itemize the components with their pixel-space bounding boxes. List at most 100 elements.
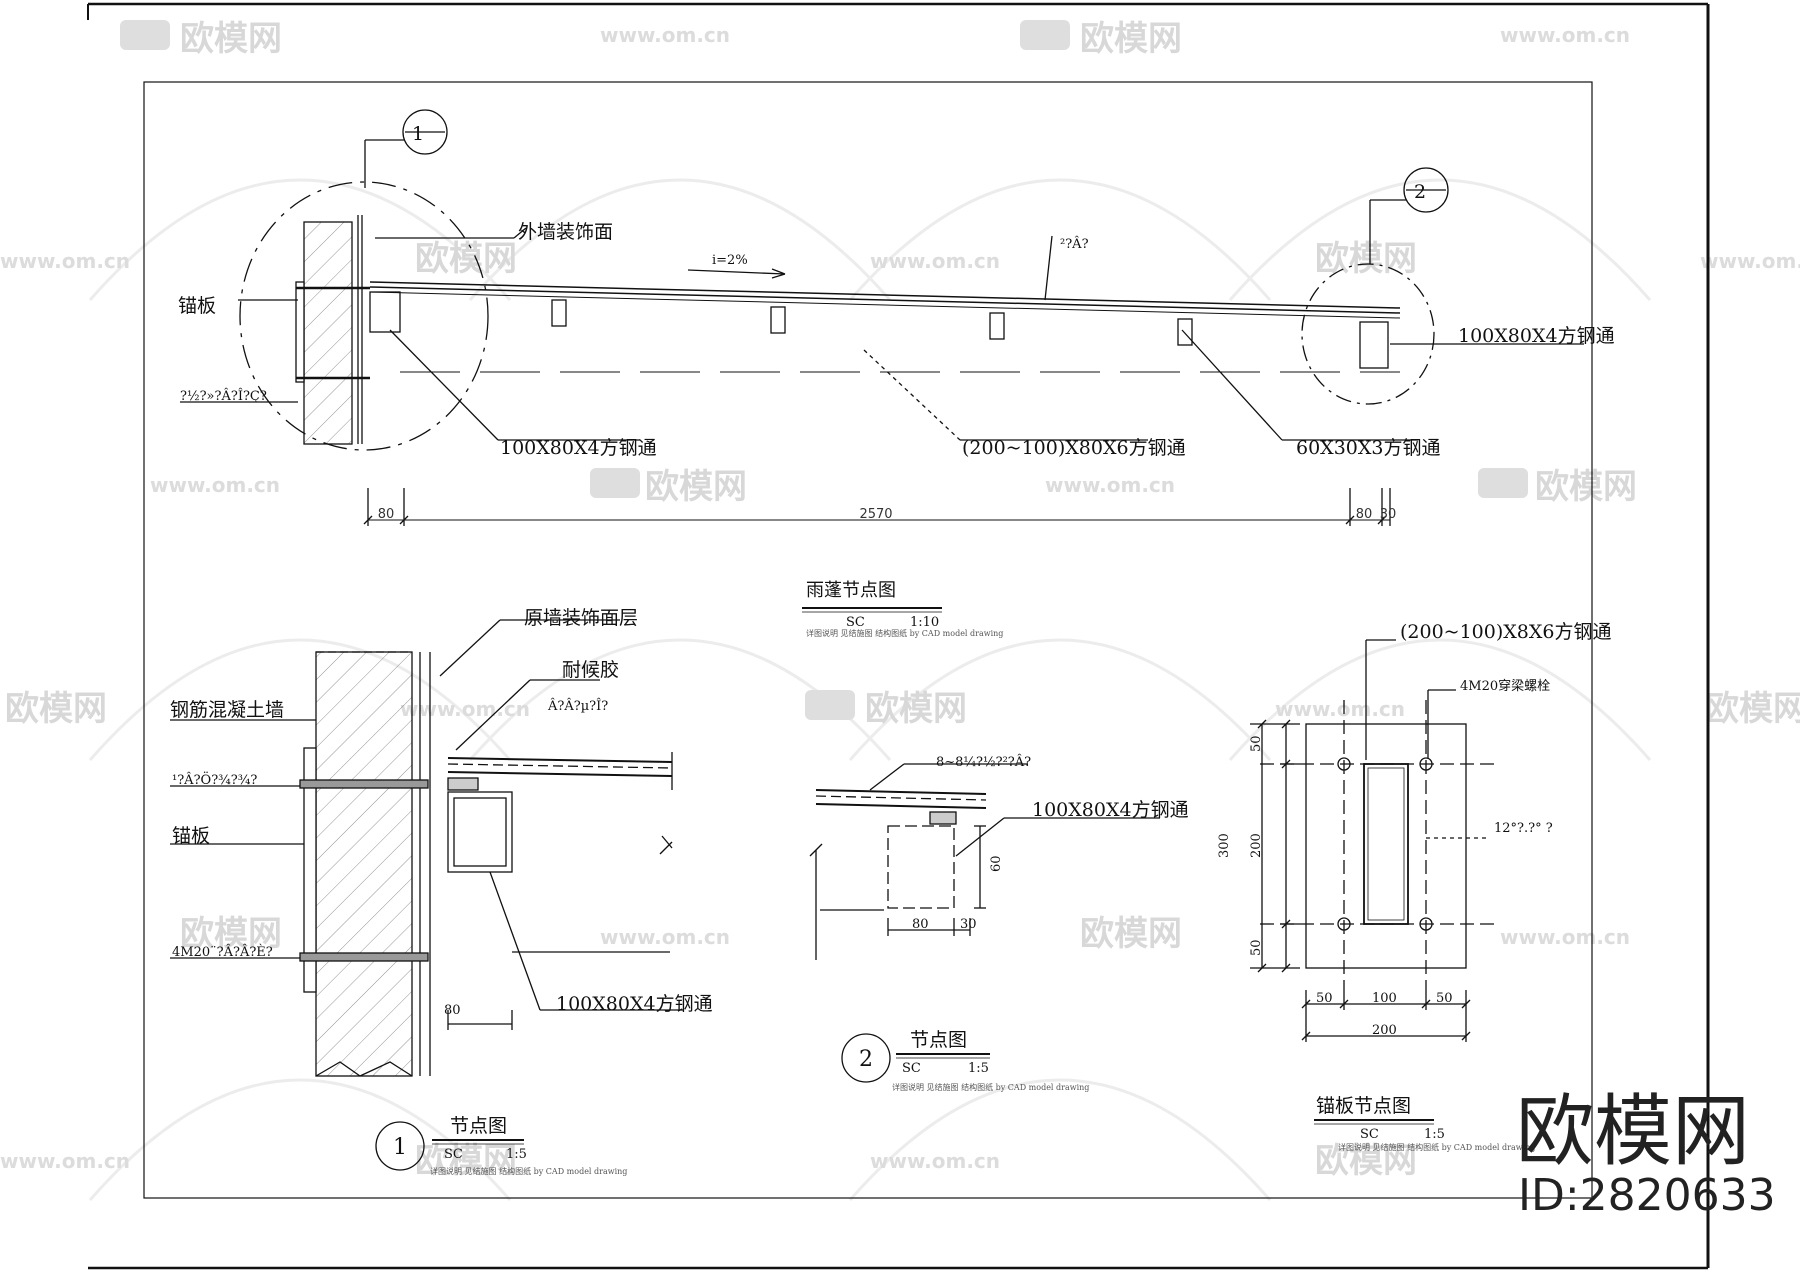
node1-bolt-label: 4M20¨?Â?Â?È?: [172, 944, 273, 960]
exterior-finish-label: 外墙装饰面: [518, 221, 613, 243]
watermark-url: www.om.cn: [1500, 23, 1630, 47]
anchor-plate-detail: [1250, 639, 1500, 1125]
anchor-dim-50-top: 50: [1249, 735, 1264, 752]
node-2-labels: 8~8¼?½?²?Â? 100X80X4方钢通 60 80 30 2 节点图 S…: [859, 754, 1189, 1092]
bolt-hole: [1419, 757, 1433, 771]
node2-garble: 8~8¼?½?²?Â?: [936, 754, 1031, 770]
node2-scale: 1:5: [968, 1061, 989, 1076]
watermark-text: 欧模网: [1080, 19, 1182, 59]
watermark-url: www.om.cn: [1700, 249, 1800, 273]
anchor-title: 锚板节点图: [1316, 1095, 1411, 1117]
node1-steel-label: 100X80X4方钢通: [556, 993, 713, 1015]
bolt-top: [299, 779, 429, 789]
anchor-garble-label: 12°?.?° ?: [1494, 821, 1553, 836]
node2-steel-label: 100X80X4方钢通: [1032, 799, 1189, 821]
anchor-note: 详图说明 见结施图 结构图纸 by CAD model drawing: [1338, 1142, 1535, 1152]
anchor-plate-label: 锚板: [178, 295, 216, 317]
node1-scale: 1:5: [506, 1147, 527, 1162]
main-title: 雨蓬节点图: [806, 580, 896, 601]
watermark-url: www.om.cn: [870, 1149, 1000, 1173]
anchor-scale-code: SC: [1360, 1127, 1379, 1142]
anchor-plate-node1: [303, 747, 317, 993]
steel-section: [1363, 763, 1409, 925]
watermark-text: 欧模网: [1080, 914, 1182, 954]
node-2-detail: [809, 763, 1160, 1083]
node1-rc-wall-label: 钢筋混凝土墙: [170, 699, 284, 721]
steel-main-label: (200~100)X80X6方钢通: [962, 437, 1186, 459]
anchor-dim-200-v: 200: [1249, 833, 1264, 858]
anchor-plate-outline: [1305, 723, 1467, 969]
bolt-hole: [1419, 917, 1433, 931]
slope-label: i=2%: [712, 253, 748, 268]
garble-left-label: ?½?»?Â?Î?Ç?: [180, 388, 267, 404]
node1-title: 节点图: [450, 1115, 507, 1137]
node2-dim-80: 80: [912, 917, 929, 932]
watermark-text: 欧模网: [1535, 467, 1637, 507]
callout-bubble-2: [1403, 167, 1449, 213]
watermark-text: 欧模网: [645, 467, 747, 507]
main-title-block: 雨蓬节点图 SC 1:10 详图说明 见结施图 结构图纸 by CAD mode…: [802, 580, 1003, 638]
watermark-url: www.om.cn: [870, 249, 1000, 273]
steel-tube-node1: [447, 791, 513, 873]
watermark-text: 欧模网: [865, 689, 967, 729]
node2-dim-30: 30: [960, 917, 977, 932]
node2-title: 节点图: [910, 1029, 967, 1051]
watermark-text: 欧模网: [1705, 689, 1800, 729]
anchor-dim-50-left: 50: [1316, 991, 1333, 1006]
node1-scale-code: SC: [444, 1147, 463, 1162]
node2-dim-60: 60: [989, 855, 1004, 872]
anchor-dim-50-right: 50: [1436, 991, 1453, 1006]
anchor-dim-300: 300: [1217, 833, 1232, 858]
node2-note: 详图说明 见结施图 结构图纸 by CAD model drawing: [892, 1082, 1089, 1092]
callout-1-number: 1: [412, 123, 424, 145]
watermark-url: www.om.cn: [600, 925, 730, 949]
steel-tube-60: [551, 299, 567, 327]
node1-garble-b: ¹?Â?Ö?¾?¾?: [172, 771, 257, 788]
main-scale: 1:10: [910, 615, 939, 630]
watermark-text: 欧模网: [1315, 1141, 1417, 1181]
watermark-text: 欧模网: [5, 689, 107, 729]
anchor-plate-labels: (200~100)X8X6方钢通 4M20穿梁螺栓 12°?.?° ? 50 2…: [1217, 621, 1612, 1152]
main-note: 详图说明 见结施图 结构图纸 by CAD model drawing: [806, 628, 1003, 638]
watermark-text: 欧模网: [415, 1141, 517, 1181]
anchor-dim-50-bot: 50: [1249, 939, 1264, 956]
watermark-url: www.om.cn: [1045, 473, 1175, 497]
node-1-labels: 80 原墙装饰面层 耐候胶 Â?Â?µ?Î? 钢筋混凝土墙 ¹?Â?Ö?¾?¾?…: [170, 607, 713, 1176]
dim-30: 30: [1380, 507, 1397, 522]
watermark-url: www.om.cn: [600, 23, 730, 47]
slope-garble-label: ²?Â?: [1060, 236, 1089, 252]
brand-id: ID:2820633: [1518, 1170, 1776, 1221]
anchor-steel-label: (200~100)X8X6方钢通: [1400, 621, 1612, 643]
node1-orig-finish-label: 原墙装饰面层: [524, 607, 638, 629]
detail-circle-1: [239, 181, 489, 451]
dim-80-left: 80: [378, 507, 395, 522]
node-1-bubble: [375, 1121, 425, 1171]
brand-name: 欧模网: [1516, 1087, 1750, 1177]
watermark-text: 欧模网: [180, 19, 282, 59]
watermark-arcs: [88, 178, 1652, 1201]
watermark-url: www.om.cn: [1275, 697, 1405, 721]
anchor-scale: 1:5: [1424, 1127, 1445, 1142]
watermark-url: www.om.cn: [1500, 925, 1630, 949]
node1-dim-80: 80: [444, 1003, 461, 1018]
node-1-detail: [170, 619, 684, 1171]
canopy-elevation: [180, 109, 1584, 526]
bolt-hole: [1337, 917, 1351, 931]
steel-100-right-label: 100X80X4方钢通: [1458, 325, 1615, 347]
steel-tube-100-right: [1359, 321, 1389, 369]
watermark-url: www.om.cn: [0, 1149, 130, 1173]
anchor-plate: [295, 281, 305, 383]
watermark-url: www.om.cn: [150, 473, 280, 497]
steel-100-left-label: 100X80X4方钢通: [500, 437, 657, 459]
watermark-logo-icon: [120, 20, 1528, 720]
dim-total: 2570: [859, 507, 892, 522]
main-scale-code: SC: [846, 615, 865, 630]
watermark-url: www.om.cn: [0, 249, 130, 273]
node1-garble-a: Â?Â?µ?Î?: [547, 698, 608, 714]
node1-anchor-plate-label: 锚板: [172, 825, 210, 847]
steel-tube-node2: [887, 825, 955, 909]
concrete-wall: [303, 221, 353, 445]
watermark-layer: 欧模网 欧模网 欧模网 欧模网 欧模网 欧模网 欧模网 欧模网 欧模网 欧模网 …: [0, 19, 1800, 1201]
